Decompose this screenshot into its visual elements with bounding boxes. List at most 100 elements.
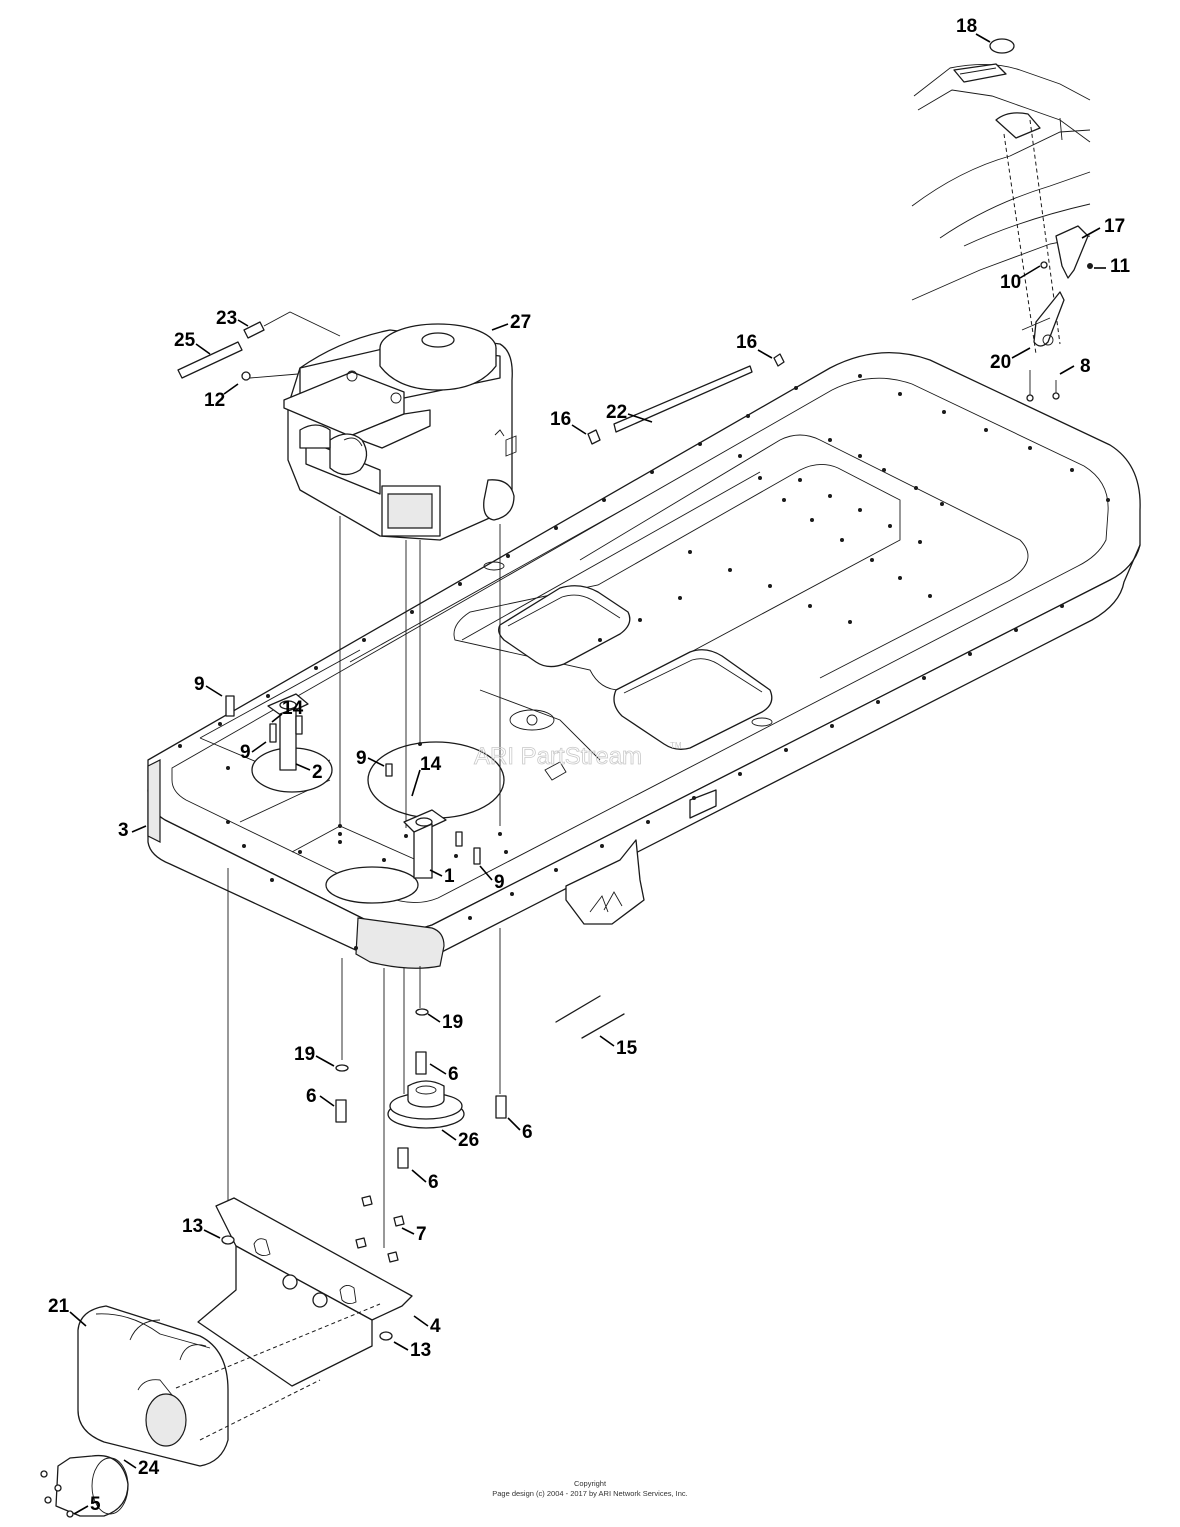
callout-label[interactable]: 11 bbox=[1110, 256, 1131, 277]
mounting-hole bbox=[510, 892, 514, 896]
mounting-hole bbox=[968, 652, 972, 656]
screw bbox=[393, 1215, 405, 1227]
callout-label[interactable]: 21 bbox=[48, 1296, 70, 1317]
mounting-hole bbox=[728, 568, 732, 572]
mounting-hole bbox=[692, 796, 696, 800]
mounting-hole bbox=[848, 620, 852, 624]
pulley bbox=[387, 1080, 465, 1129]
callout-label[interactable]: 9 bbox=[194, 674, 205, 695]
callout-label[interactable]: 7 bbox=[416, 1224, 427, 1245]
callout-leader-line bbox=[131, 825, 147, 833]
mounting-hole bbox=[270, 878, 274, 882]
mounting-hole bbox=[382, 858, 386, 862]
mounting-hole bbox=[226, 766, 230, 770]
callout-label[interactable]: 16 bbox=[736, 332, 757, 353]
callout-label[interactable]: 6 bbox=[522, 1122, 533, 1143]
mounting-hole bbox=[226, 820, 230, 824]
callout-label[interactable]: 4 bbox=[430, 1316, 441, 1337]
washer bbox=[335, 1064, 349, 1072]
callout-label[interactable]: 10 bbox=[1000, 272, 1021, 293]
mounting-hole bbox=[688, 550, 692, 554]
callout-leader-line bbox=[69, 1311, 87, 1327]
callout-leader-line bbox=[427, 1013, 441, 1023]
callout-label[interactable]: 9 bbox=[240, 742, 251, 763]
callout-label[interactable]: 13 bbox=[182, 1216, 203, 1237]
callout-label[interactable]: 19 bbox=[442, 1012, 463, 1033]
mounting-hole bbox=[758, 476, 762, 480]
mounting-hole bbox=[678, 596, 682, 600]
callout-leader-line bbox=[429, 1063, 447, 1075]
callout-label[interactable]: 9 bbox=[356, 748, 367, 769]
mounting-hole bbox=[242, 844, 246, 848]
callout-label[interactable]: 27 bbox=[510, 312, 531, 333]
frame-mounting-holes bbox=[178, 374, 1110, 950]
mounting-hole bbox=[454, 854, 458, 858]
callout-label[interactable]: 25 bbox=[174, 330, 196, 351]
mounting-hole bbox=[1070, 468, 1074, 472]
mounting-hole bbox=[898, 392, 902, 396]
rod bbox=[613, 365, 753, 433]
mounting-hole bbox=[506, 554, 510, 558]
callout-label[interactable]: 6 bbox=[448, 1064, 459, 1085]
mounting-hole bbox=[600, 844, 604, 848]
callout-label[interactable]: 8 bbox=[1080, 356, 1091, 377]
nut bbox=[379, 1331, 393, 1341]
callout-label[interactable]: 19 bbox=[294, 1044, 315, 1065]
carriage-bolts bbox=[225, 695, 481, 865]
mounting-hole bbox=[830, 724, 834, 728]
callout-leader-line bbox=[491, 323, 509, 331]
mounting-hole bbox=[298, 850, 302, 854]
callout-label[interactable]: 5 bbox=[90, 1494, 101, 1515]
callout-label[interactable]: 6 bbox=[306, 1086, 317, 1107]
mounting-hole bbox=[876, 700, 880, 704]
mounting-hole bbox=[918, 540, 922, 544]
alignment-lines bbox=[227, 516, 501, 1248]
callout-label[interactable]: 2 bbox=[312, 762, 323, 783]
nut bbox=[221, 1235, 235, 1245]
clamp bbox=[241, 371, 251, 381]
mounting-hole bbox=[1014, 628, 1018, 632]
mounting-hole bbox=[218, 722, 222, 726]
bolt bbox=[397, 1147, 409, 1169]
callout-label[interactable]: 12 bbox=[204, 390, 225, 411]
screw bbox=[355, 1237, 367, 1249]
callout-label[interactable]: 9 bbox=[494, 872, 505, 893]
mounting-hole bbox=[554, 526, 558, 530]
callout-leader-line bbox=[599, 1035, 615, 1047]
callout-label[interactable]: 22 bbox=[606, 402, 627, 423]
mounting-hole bbox=[1028, 446, 1032, 450]
watermark: ARI PartStream bbox=[474, 743, 642, 770]
mounting-hole bbox=[598, 638, 602, 642]
mounting-hole bbox=[468, 916, 472, 920]
mounting-hole bbox=[882, 468, 886, 472]
watermark-trademark: TM bbox=[670, 741, 682, 750]
mounting-hole bbox=[870, 558, 874, 562]
callout-label[interactable]: 13 bbox=[410, 1340, 431, 1361]
mounting-hole bbox=[810, 518, 814, 522]
callout-label[interactable]: 1 bbox=[444, 866, 455, 887]
callout-label[interactable]: 26 bbox=[458, 1130, 479, 1151]
callout-leader-line bbox=[295, 763, 311, 771]
copyright-title: Copyright bbox=[574, 1479, 607, 1488]
callout-label[interactable]: 16 bbox=[550, 409, 571, 430]
callout-leader-line bbox=[975, 33, 991, 43]
callout-label[interactable]: 18 bbox=[956, 16, 977, 37]
copyright-notice: Page design (c) 2004 - 2017 by ARI Netwo… bbox=[492, 1489, 688, 1498]
mounting-hole bbox=[314, 666, 318, 670]
locknut bbox=[773, 353, 785, 367]
callout-label[interactable]: 6 bbox=[428, 1172, 439, 1193]
callout-label[interactable]: 24 bbox=[138, 1458, 160, 1479]
callout-label[interactable]: 3 bbox=[118, 820, 129, 841]
callout-label[interactable]: 17 bbox=[1104, 216, 1125, 237]
callout-leader-line bbox=[1059, 365, 1075, 375]
mounting-hole bbox=[940, 502, 944, 506]
callout-label[interactable]: 14 bbox=[420, 754, 442, 775]
callout-leader-line bbox=[319, 1095, 335, 1107]
mounting-hole bbox=[828, 438, 832, 442]
callout-label[interactable]: 15 bbox=[616, 1038, 638, 1059]
callout-label[interactable]: 23 bbox=[216, 308, 237, 329]
callout-label[interactable]: 14 bbox=[282, 698, 304, 719]
callout-label[interactable]: 20 bbox=[990, 352, 1011, 373]
mounting-hole bbox=[362, 638, 366, 642]
